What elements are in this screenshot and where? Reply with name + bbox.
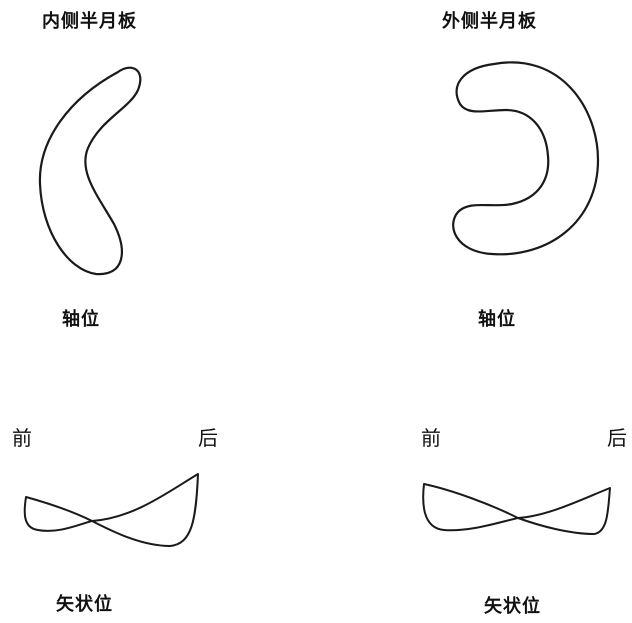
- lateral-back-label: 后: [607, 428, 628, 448]
- lateral-sagittal-label: 矢状位: [484, 598, 541, 616]
- lateral-axial-label: 轴位: [478, 311, 516, 329]
- lateral-meniscus-axial-shape: [453, 62, 598, 254]
- medial-meniscus-sagittal-shape: [25, 474, 198, 546]
- medial-sagittal-label: 矢状位: [56, 596, 113, 614]
- medial-meniscus-axial-shape: [40, 68, 140, 274]
- lateral-meniscus-sagittal-shape: [423, 484, 610, 534]
- lateral-front-label: 前: [421, 428, 442, 448]
- medial-axial-label: 轴位: [62, 311, 100, 329]
- medial-front-label: 前: [12, 428, 33, 448]
- medial-back-label: 后: [198, 428, 219, 448]
